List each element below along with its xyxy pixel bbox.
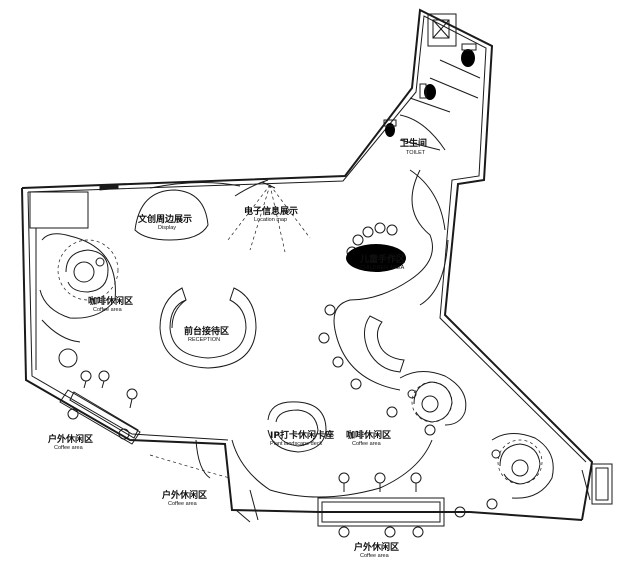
label-outdoor-bottom: 户外休闲区 xyxy=(354,541,399,553)
outdoor-counter-left xyxy=(59,370,231,479)
label-location: 电子信息展示 xyxy=(244,205,298,217)
top-openings xyxy=(99,179,276,197)
stools-center xyxy=(318,304,398,418)
label-children-en: CHILDREN AREA xyxy=(360,265,405,271)
label-coffee-right: 咖啡休闲区 xyxy=(346,429,391,441)
label-outdoor-mid-en: Coffee area xyxy=(168,501,198,507)
children-bench xyxy=(364,315,405,373)
label-children: 儿童手作区 xyxy=(359,253,405,265)
label-display: 文创周边展示 xyxy=(137,213,192,225)
label-outdoor-bottom-en: Coffee area xyxy=(360,553,390,559)
toilet-block xyxy=(383,13,481,231)
coffee-area-left xyxy=(39,233,119,368)
children-area xyxy=(333,169,449,391)
display-counter xyxy=(134,189,209,241)
label-toilet-en: TOILET xyxy=(406,150,426,156)
outer-walls xyxy=(21,8,594,521)
label-outdoor-left-en: Coffee area xyxy=(54,445,84,451)
label-ip-en: Plant landscape deck xyxy=(270,441,323,447)
label-reception-en: RECEPTION xyxy=(188,337,220,343)
label-ip: IP打卡休闲卡座 xyxy=(270,429,334,441)
ip-seating xyxy=(231,401,433,498)
label-coffee-right-en: Coffee area xyxy=(352,441,382,447)
right-kiosk xyxy=(581,463,613,505)
label-outdoor-left: 户外休闲区 xyxy=(48,433,93,445)
label-location-en: Location map xyxy=(254,217,287,223)
outdoor-counter-bottom xyxy=(235,472,466,538)
label-toilet: 卫生间 xyxy=(400,137,427,149)
location-map-projection xyxy=(227,184,311,253)
reception-desk xyxy=(159,287,257,369)
room-labels: 卫生间 TOILET 电子信息展示 Location map 文创周边展示 Di… xyxy=(48,137,427,559)
label-coffee-left: 咖啡休闲区 xyxy=(88,295,133,307)
coffee-area-right xyxy=(399,371,554,510)
label-coffee-left-en: Coffee area xyxy=(93,307,123,313)
label-outdoor-mid: 户外休闲区 xyxy=(162,489,207,501)
label-reception: 前台接待区 xyxy=(184,325,229,337)
label-display-en: Display xyxy=(158,225,176,231)
